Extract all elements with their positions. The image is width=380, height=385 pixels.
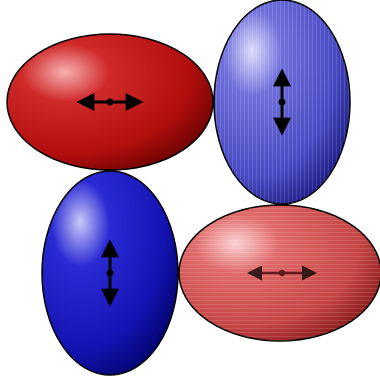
blue-ellipse-bottom-left — [42, 171, 178, 375]
blue-ellipse-top-right — [214, 0, 350, 204]
red-ellipse-top-left — [7, 34, 213, 170]
red-ellipse-bottom-right — [179, 205, 380, 341]
